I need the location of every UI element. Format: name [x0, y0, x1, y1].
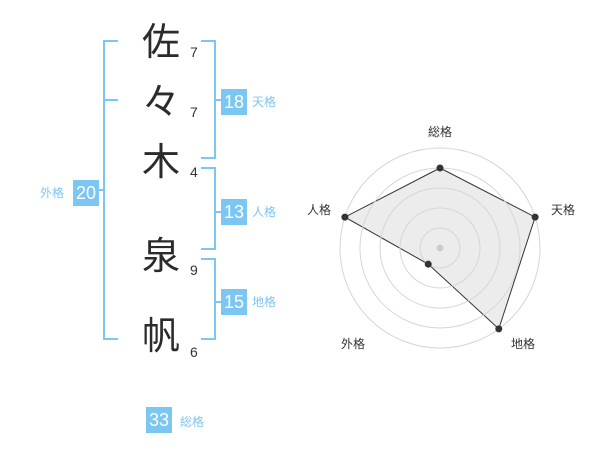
radar-ring — [399, 207, 481, 289]
radar-axis-label-gaikaku: 外格 — [341, 337, 366, 351]
chikaku-bracket — [201, 258, 221, 340]
radar-point-4 — [341, 213, 349, 221]
soukaku-badge: 33 — [146, 407, 172, 433]
name-char-3: 木 — [141, 140, 180, 184]
radar-center-dot — [436, 244, 444, 252]
radar-ring — [419, 227, 461, 269]
radar-axis-label-jinkaku: 人格 — [307, 203, 332, 217]
radar-ring — [379, 187, 501, 309]
radar-point-0 — [436, 164, 444, 172]
stroke-count-2: 7 — [190, 104, 198, 120]
jinkaku-label: 人格 — [252, 205, 277, 219]
name-char-1: 佐 — [141, 20, 180, 64]
radar-axis-label-chikaku: 地格 — [511, 337, 536, 351]
radar-axis-label-soukaku: 総格 — [428, 125, 453, 139]
radar-point-2 — [495, 325, 503, 333]
soukaku-label: 総格 — [180, 415, 205, 429]
radar-point-3 — [424, 260, 432, 268]
jinkaku-badge: 13 — [221, 199, 247, 225]
stroke-count-1: 7 — [190, 44, 198, 60]
gaikaku-label: 外格 — [40, 186, 65, 200]
stroke-count-5: 6 — [190, 344, 198, 360]
tenkaku-badge: 18 — [221, 89, 247, 115]
chikaku-badge: 15 — [221, 289, 247, 315]
name-char-4: 泉 — [141, 234, 180, 278]
jinkaku-bracket — [201, 167, 221, 250]
stroke-count-3: 4 — [190, 164, 198, 180]
tenkaku-label: 天格 — [252, 95, 277, 109]
chikaku-label: 地格 — [252, 295, 277, 309]
name-char-5: 帆 — [141, 314, 180, 358]
gaikaku-badge: 20 — [73, 180, 99, 206]
radar-point-1 — [531, 213, 539, 221]
stroke-count-4: 9 — [190, 262, 198, 278]
tenkaku-bracket — [201, 40, 221, 159]
radar-axis-label-tenkaku: 天格 — [551, 203, 576, 217]
name-char-2: 々 — [141, 80, 180, 124]
